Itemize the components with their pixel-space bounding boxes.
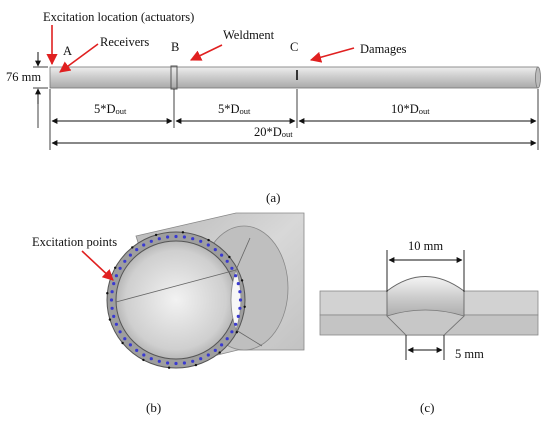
receivers-label: Receivers xyxy=(100,35,149,49)
excitation-points-label: Excitation points xyxy=(32,235,117,249)
excitation-point xyxy=(236,282,240,286)
dim-seg2-label: 5*Dout xyxy=(218,102,251,116)
mesh-node xyxy=(106,292,109,295)
mesh-node xyxy=(218,351,221,354)
excitation-point xyxy=(182,235,186,239)
dim-seg3-label: 10*Dout xyxy=(391,102,430,116)
caption-a: (a) xyxy=(266,190,280,205)
excitation-point xyxy=(174,234,178,239)
caption-b: (b) xyxy=(146,400,161,415)
caption-c: (c) xyxy=(420,400,434,415)
mesh-node xyxy=(167,366,171,369)
excitation-point xyxy=(225,259,229,263)
mesh-line-1 xyxy=(115,269,237,303)
excitation-point xyxy=(238,290,242,294)
receivers-arrow xyxy=(59,43,99,73)
damages-arrow xyxy=(309,47,355,63)
excitation-point xyxy=(206,353,210,357)
excitation-point xyxy=(220,253,224,257)
mesh-node xyxy=(181,231,185,234)
excitation-point xyxy=(142,243,146,247)
damages-label: Damages xyxy=(360,42,407,56)
mesh-node xyxy=(194,363,198,367)
pipe-body xyxy=(49,66,539,89)
mesh-node xyxy=(114,266,117,269)
excitation-point xyxy=(199,357,203,361)
excitation-point xyxy=(174,361,178,366)
mesh-node xyxy=(235,331,238,334)
mesh-node xyxy=(240,279,244,282)
excitation-point xyxy=(135,248,139,252)
excitation-point xyxy=(114,322,118,326)
excitation-point xyxy=(109,298,114,302)
weldment-arrow xyxy=(189,44,223,61)
excitation-point xyxy=(112,282,116,286)
excitation-point xyxy=(238,298,243,302)
mesh-node xyxy=(131,246,134,249)
excitation-point xyxy=(114,274,118,278)
excitation-point xyxy=(157,359,161,363)
excitation-point xyxy=(112,314,116,318)
excitation-point xyxy=(234,322,238,326)
excitation-point xyxy=(123,337,127,341)
bottom-width-label: 5 mm xyxy=(455,347,484,361)
pipe-b-ring-inner xyxy=(115,240,237,360)
excitation-point xyxy=(149,357,153,361)
excitation-point xyxy=(149,239,153,243)
pipe-end-right xyxy=(535,66,541,89)
panel-a: Excitation location (actuators) Receiver… xyxy=(6,10,541,205)
excitation-point xyxy=(220,343,224,347)
point-b-label: B xyxy=(171,40,179,54)
excitation-point xyxy=(238,306,242,310)
mesh-node xyxy=(142,358,145,362)
excitation-label: Excitation location (actuators) xyxy=(43,10,194,24)
excitation-point xyxy=(128,253,132,257)
mesh-node xyxy=(207,238,210,242)
excitation-point xyxy=(230,266,234,270)
excitation-point xyxy=(191,237,195,241)
mesh-line-3 xyxy=(235,329,263,347)
weldment-label: Weldment xyxy=(223,28,275,42)
excitation-point xyxy=(199,239,203,243)
excitation-point xyxy=(225,337,229,341)
mesh-node xyxy=(154,233,158,237)
mesh-node xyxy=(243,305,246,308)
excitation-point xyxy=(157,237,161,241)
excitation-point xyxy=(110,306,114,310)
mesh-node xyxy=(121,341,124,345)
excitation-point xyxy=(123,259,127,263)
dim-total-label: 20*Dout xyxy=(254,125,293,139)
excitation-point xyxy=(118,266,122,270)
point-a-label: A xyxy=(63,44,72,58)
excitation-point xyxy=(182,361,186,365)
excitation-point xyxy=(234,274,238,278)
weld-bead-bottom xyxy=(386,309,465,336)
excitation-point xyxy=(236,314,240,318)
excitation-point xyxy=(213,248,217,252)
excitation-point xyxy=(191,359,195,363)
excitation-point xyxy=(118,330,122,334)
excitation-points-arrow xyxy=(81,250,114,281)
excitation-point xyxy=(230,330,234,334)
mesh-node xyxy=(108,318,112,321)
mesh-line-2 xyxy=(235,237,251,271)
mesh-node xyxy=(228,255,231,259)
dim-seg1-label: 5*Dout xyxy=(94,102,127,116)
diameter-label: 76 mm xyxy=(6,70,41,84)
excitation-point xyxy=(142,353,146,357)
excitation-point xyxy=(166,361,170,365)
panel-b: Excitation points (b) xyxy=(32,212,305,415)
excitation-point xyxy=(213,348,217,352)
excitation-point xyxy=(135,348,139,352)
excitation-point xyxy=(128,343,132,347)
top-width-label: 10 mm xyxy=(408,239,443,253)
excitation-points xyxy=(106,231,246,369)
point-c-label: C xyxy=(290,40,298,54)
excitation-point xyxy=(166,235,170,239)
excitation-point xyxy=(206,243,210,247)
excitation-point xyxy=(110,290,114,294)
panel-c: 10 mm 5 mm (c) xyxy=(319,239,539,415)
